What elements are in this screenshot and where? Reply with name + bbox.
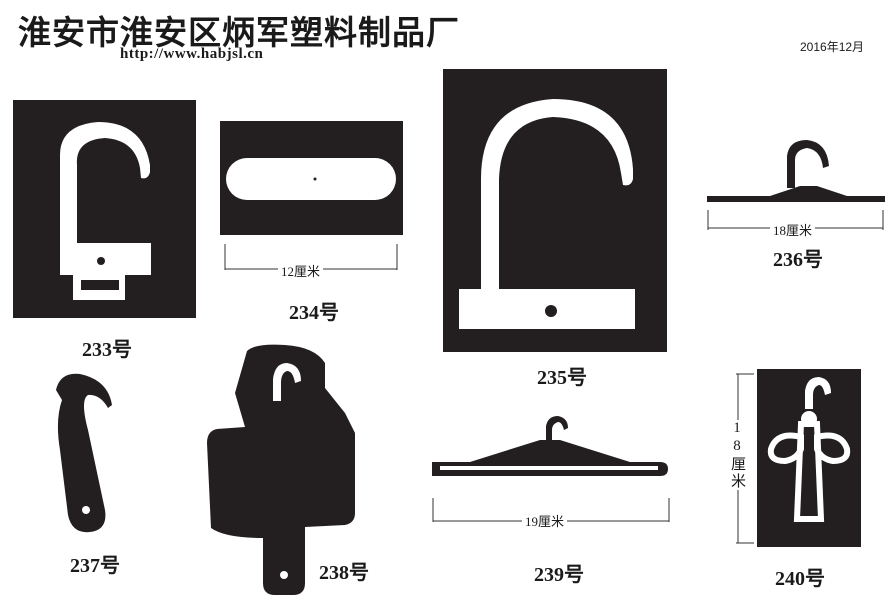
product-235-label: 235号	[537, 367, 587, 389]
product-234-hook-image	[226, 158, 396, 200]
product-233-label: 233号	[82, 339, 132, 361]
product-234-label: 234号	[289, 302, 339, 324]
product-239-hanger-image	[432, 416, 668, 476]
website-url[interactable]: http://www.habjsl.cn	[120, 46, 264, 62]
product-240-label: 240号	[775, 568, 825, 590]
product-236-dimension: 18厘米	[770, 220, 816, 239]
product-237-label: 237号	[70, 555, 120, 577]
product-233-hook-image	[60, 122, 151, 300]
product-239-dimension: 19厘米	[522, 511, 568, 530]
product-238-tag-image	[207, 344, 355, 595]
product-240-dimension: 18厘米	[727, 420, 748, 490]
company-title: 淮安市淮安区炳军塑料制品厂	[18, 13, 460, 52]
product-236-hanger-image	[707, 140, 885, 202]
product-236-label: 236号	[773, 249, 823, 271]
product-234-dimension: 12厘米	[278, 261, 324, 280]
product-237-hook-image	[56, 373, 112, 533]
product-235-hook-image	[459, 99, 635, 329]
product-240-hook-image	[767, 377, 851, 522]
catalog-date: 2016年12月	[800, 40, 865, 54]
product-238-label: 238号	[319, 562, 369, 584]
product-239-label: 239号	[534, 564, 584, 586]
